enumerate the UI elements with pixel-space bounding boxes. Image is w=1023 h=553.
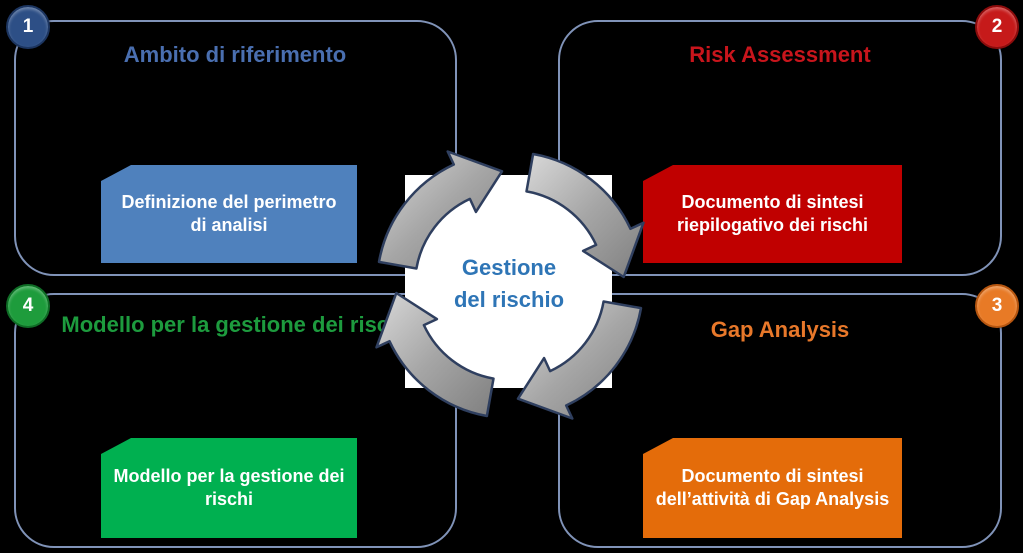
quadrant-1-card-text: Definizione del perimetro di analisi xyxy=(121,192,337,235)
cycle-arrow-top-left xyxy=(377,150,504,270)
quadrant-1-card: Definizione del perimetro di analisi xyxy=(101,165,357,263)
quadrant-2-card: Documento di sintesi riepilogativo dei r… xyxy=(643,165,902,263)
cycle-arrow-top-right xyxy=(525,152,645,279)
quadrant-1-title: Ambito di riferimento xyxy=(123,42,347,67)
step-badge-1: 1 xyxy=(6,5,50,49)
quadrant-4-card: Modello per la gestione dei rischi xyxy=(101,438,357,538)
quadrant-4-title: Modello per la gestione dei rischi xyxy=(61,312,409,337)
cycle-arrow-bottom-left xyxy=(375,291,495,418)
quadrant-2-title: Risk Assessment xyxy=(689,42,871,67)
step-badge-3: 3 xyxy=(975,284,1019,328)
center-label-line1: Gestione xyxy=(461,255,557,280)
quadrant-3-card-text: Documento di sintesi dell’attività di Ga… xyxy=(655,466,890,509)
cycle-arrows-icon xyxy=(375,150,645,420)
step-badge-4: 4 xyxy=(6,284,50,328)
step-badge-2: 2 xyxy=(975,5,1019,49)
center-label-line2: del rischio xyxy=(453,287,565,312)
quadrant-3-card: Documento di sintesi dell’attività di Ga… xyxy=(643,438,902,538)
quadrant-2-card-text: Documento di sintesi riepilogativo dei r… xyxy=(676,192,869,235)
quadrant-3-title: Gap Analysis xyxy=(710,317,850,342)
cycle-arrow-bottom-right xyxy=(516,300,643,420)
quadrant-4-card-text: Modello per la gestione dei rischi xyxy=(113,466,345,509)
center-label: Gestione del rischio xyxy=(430,252,588,316)
